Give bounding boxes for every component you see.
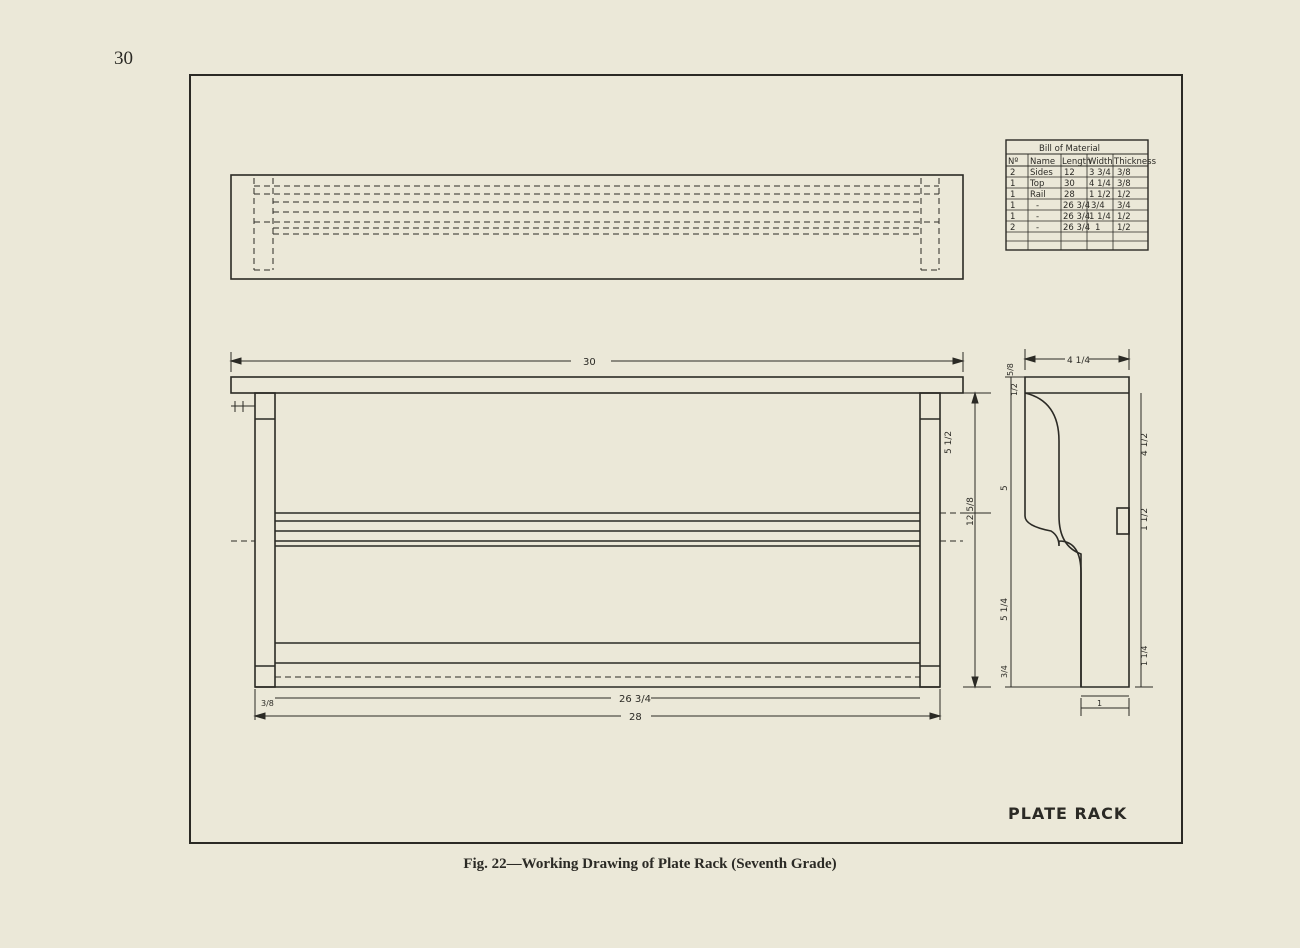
dim-small-c: 5/8: [1006, 363, 1015, 376]
front-elevation: [230, 376, 964, 688]
bom-r2-thickness: 1/2: [1117, 190, 1131, 200]
bom-r4-thickness: 1/2: [1117, 212, 1131, 222]
dim-side-right-mid: 1 1/2: [1140, 508, 1150, 531]
bom-r0-name: Sides: [1030, 168, 1053, 178]
bom-r0-thickness: 3/8: [1117, 168, 1131, 178]
dim-overall-height: 12 5/8: [966, 497, 976, 526]
bom-r1-thickness: 3/8: [1117, 179, 1131, 189]
bom-r1-no: 1: [1010, 179, 1015, 189]
front-dimensions: [229, 352, 991, 720]
dim-side-upper: 5: [1000, 485, 1010, 491]
dim-top-length: 30: [583, 357, 596, 368]
bom-r1-name: Top: [1029, 179, 1044, 189]
dim-inner-length: 26 3/4: [619, 694, 651, 705]
bom-r0-width: 3 3/4: [1089, 168, 1111, 178]
dim-rail-length: 28: [629, 712, 642, 723]
bom-r2-length: 28: [1064, 190, 1075, 200]
bom-r5-no: 2: [1010, 223, 1015, 233]
bom-header-length: Length: [1062, 157, 1091, 167]
bom-r3-length: 26 3/4: [1063, 201, 1090, 211]
bom-header-name: Name: [1030, 157, 1055, 167]
dim-small-b: 1/2: [1010, 383, 1019, 396]
bom-header-no: Nº: [1008, 157, 1018, 167]
bom-r3-no: 1: [1010, 201, 1015, 211]
bom-r0-length: 12: [1064, 168, 1075, 178]
dim-side-depth: 4 1/4: [1067, 356, 1090, 366]
drawing-frame: 30 4 1/4 26 3/4 28 5 1/2 12 5/8 5 5 1/4 …: [189, 74, 1183, 844]
bom-r2-width: 1 1/2: [1089, 190, 1111, 200]
bom-header-thickness: Thickness: [1113, 157, 1157, 167]
bom-r5-length: 26 3/4: [1063, 223, 1090, 233]
page-number: 30: [114, 48, 133, 69]
dim-side-foot: 1 1/4: [1140, 645, 1149, 666]
bill-of-material: Bill of Material Nº Name Length Width Th…: [1005, 139, 1157, 251]
dim-side-bottom: 3/4: [1000, 665, 1009, 678]
bom-r1-width: 4 1/4: [1089, 179, 1111, 189]
bom-r5-thickness: 1/2: [1117, 223, 1131, 233]
side-dimensions: [1005, 349, 1153, 716]
bom-header-width: Width: [1088, 157, 1113, 167]
bom-r3-width: 3/4: [1091, 201, 1105, 211]
dim-side-base: 1: [1097, 699, 1102, 708]
bom-r2-name: Rail: [1030, 190, 1046, 200]
bom-r4-no: 1: [1010, 212, 1015, 222]
bom-r4-name: -: [1036, 212, 1039, 222]
side-section: [1024, 376, 1130, 688]
working-drawing: 30 4 1/4 26 3/4 28 5 1/2 12 5/8 5 5 1/4 …: [229, 139, 1157, 723]
bom-r4-length: 26 3/4: [1063, 212, 1090, 222]
bom-title: Bill of Material: [1039, 144, 1100, 154]
drawing-title: PLATE RACK: [1008, 804, 1128, 823]
bom-r4-width: 1 1/4: [1089, 212, 1111, 222]
bom-r1-length: 30: [1064, 179, 1075, 189]
dim-small-a: 3/8: [261, 699, 274, 708]
bom-r3-name: -: [1036, 201, 1039, 211]
plan-view: [230, 174, 964, 280]
bom-r0-no: 2: [1010, 168, 1015, 178]
dim-side-right-upper: 4 1/2: [1140, 433, 1150, 456]
bom-r5-name: -: [1036, 223, 1039, 233]
dim-upper-height: 5 1/2: [944, 431, 954, 454]
bom-r5-width: 1: [1095, 223, 1100, 233]
bom-r3-thickness: 3/4: [1117, 201, 1131, 211]
bom-r2-no: 1: [1010, 190, 1015, 200]
figure-caption: Fig. 22—Working Drawing of Plate Rack (S…: [463, 856, 837, 872]
dim-side-lower: 5 1/4: [1000, 598, 1010, 621]
